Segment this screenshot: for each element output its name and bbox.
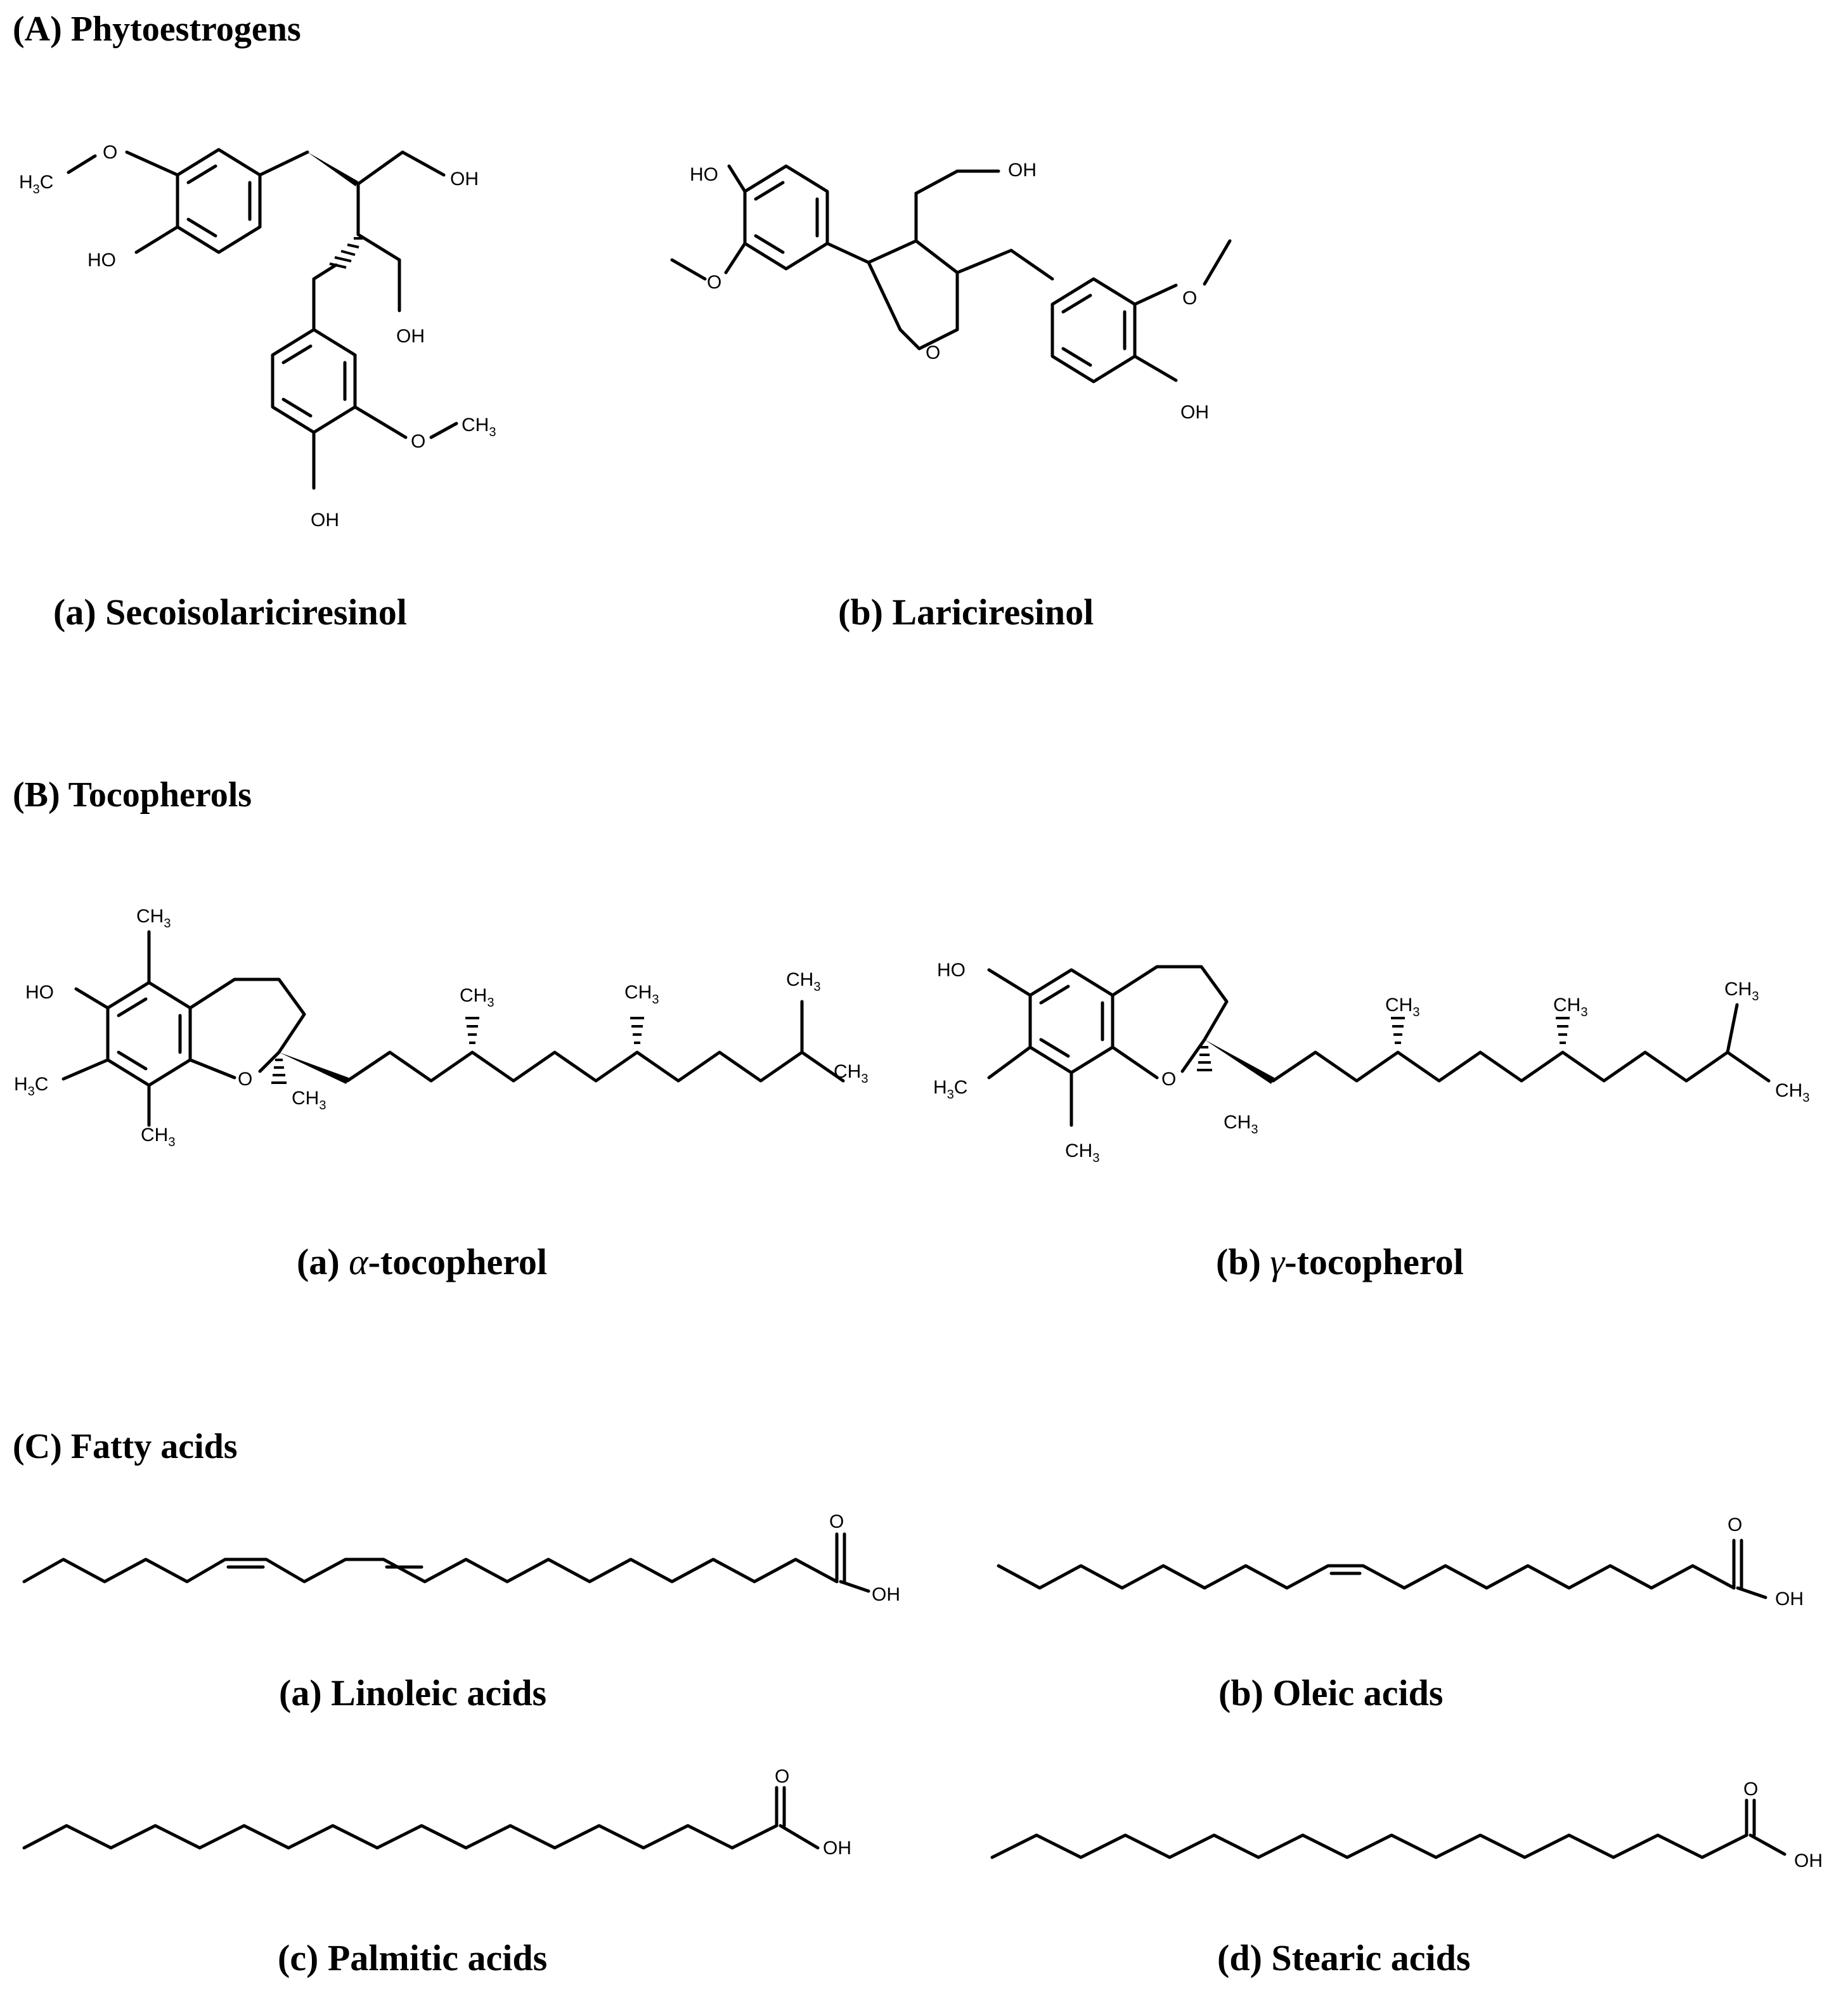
svg-text:CH3: CH3 xyxy=(292,1088,326,1113)
svg-text:HO: HO xyxy=(87,250,116,271)
svg-text:OH: OH xyxy=(1008,160,1037,181)
structure-gamma-tocopherol: O HO H3C CH3 CH3 CH3 CH3 CH3 xyxy=(933,960,1809,1165)
structure-secoisolariciresinol: O H3C HO OH OH O CH3 xyxy=(19,142,496,531)
svg-text:HO: HO xyxy=(937,960,966,981)
svg-text:O: O xyxy=(1728,1514,1742,1535)
section-title-fatty-acids: (C) Fatty acids xyxy=(13,1427,238,1466)
caption-palmitic-acids: (c) Palmitic acids xyxy=(278,1937,547,1978)
svg-text:O: O xyxy=(1743,1779,1758,1800)
svg-text:OH: OH xyxy=(872,1584,900,1605)
svg-text:CH3: CH3 xyxy=(1553,995,1587,1019)
svg-text:HO: HO xyxy=(690,164,718,185)
svg-text:H3C: H3C xyxy=(14,1074,48,1099)
svg-text:CH3: CH3 xyxy=(141,1125,175,1149)
svg-text:OH: OH xyxy=(1794,1850,1823,1871)
structure-alpha-tocopherol: O CH3 HO H3C CH3 CH3 CH3 xyxy=(14,906,868,1149)
svg-text:OH: OH xyxy=(1180,402,1209,423)
svg-text:O: O xyxy=(1182,288,1197,309)
section-title-tocopherols: (B) Tocopherols xyxy=(13,775,252,815)
svg-text:CH3: CH3 xyxy=(1224,1112,1258,1137)
caption-gamma-tocopherol: (b) γ-tocopherol xyxy=(1216,1241,1464,1282)
svg-text:O: O xyxy=(775,1766,789,1787)
svg-text:CH3: CH3 xyxy=(136,906,171,931)
svg-text:OH: OH xyxy=(450,169,479,190)
svg-text:HO: HO xyxy=(25,982,54,1003)
caption-lariciresinol: (b) Lariciresinol xyxy=(838,591,1094,633)
caption-oleic-acids: (b) Oleic acids xyxy=(1218,1672,1443,1713)
svg-text:OH: OH xyxy=(311,510,339,531)
structure-lariciresinol: HO O O OH O OH xyxy=(670,160,1232,423)
svg-text:H3C: H3C xyxy=(933,1077,967,1102)
svg-text:H3C: H3C xyxy=(19,172,53,197)
svg-text:O: O xyxy=(1161,1069,1176,1090)
caption-stearic-acids: (d) Stearic acids xyxy=(1217,1937,1471,1978)
svg-text:OH: OH xyxy=(396,326,425,347)
svg-text:CH3: CH3 xyxy=(624,982,659,1007)
structure-stearic-acid: O OH xyxy=(990,1779,1823,1871)
structure-linoleic-acid: O OH xyxy=(22,1511,900,1605)
svg-text:O: O xyxy=(103,142,117,163)
svg-text:O: O xyxy=(238,1069,252,1090)
svg-text:CH3: CH3 xyxy=(1065,1140,1099,1165)
section-title-phytoestrogens: (A) Phytoestrogens xyxy=(13,10,301,49)
svg-text:CH3: CH3 xyxy=(462,415,496,439)
svg-text:CH3: CH3 xyxy=(1775,1080,1809,1105)
svg-text:O: O xyxy=(829,1511,844,1532)
svg-text:CH3: CH3 xyxy=(834,1061,868,1086)
svg-text:OH: OH xyxy=(823,1838,851,1859)
structure-palmitic-acid: O OH xyxy=(22,1766,851,1859)
svg-text:CH3: CH3 xyxy=(460,985,494,1010)
svg-text:O: O xyxy=(707,272,721,293)
caption-secoisolariciresinol: (a) Secoisolariciresinol xyxy=(53,591,407,633)
svg-text:OH: OH xyxy=(1775,1589,1804,1610)
svg-text:CH3: CH3 xyxy=(1724,979,1759,1003)
svg-text:O: O xyxy=(926,342,940,363)
svg-text:O: O xyxy=(411,431,425,452)
caption-alpha-tocopherol: (a) α-tocopherol xyxy=(297,1241,547,1282)
caption-linoleic-acids: (a) Linoleic acids xyxy=(279,1672,546,1713)
svg-text:CH3: CH3 xyxy=(1385,995,1419,1019)
structure-oleic-acid: O OH xyxy=(997,1514,1804,1610)
svg-text:CH3: CH3 xyxy=(786,969,820,994)
